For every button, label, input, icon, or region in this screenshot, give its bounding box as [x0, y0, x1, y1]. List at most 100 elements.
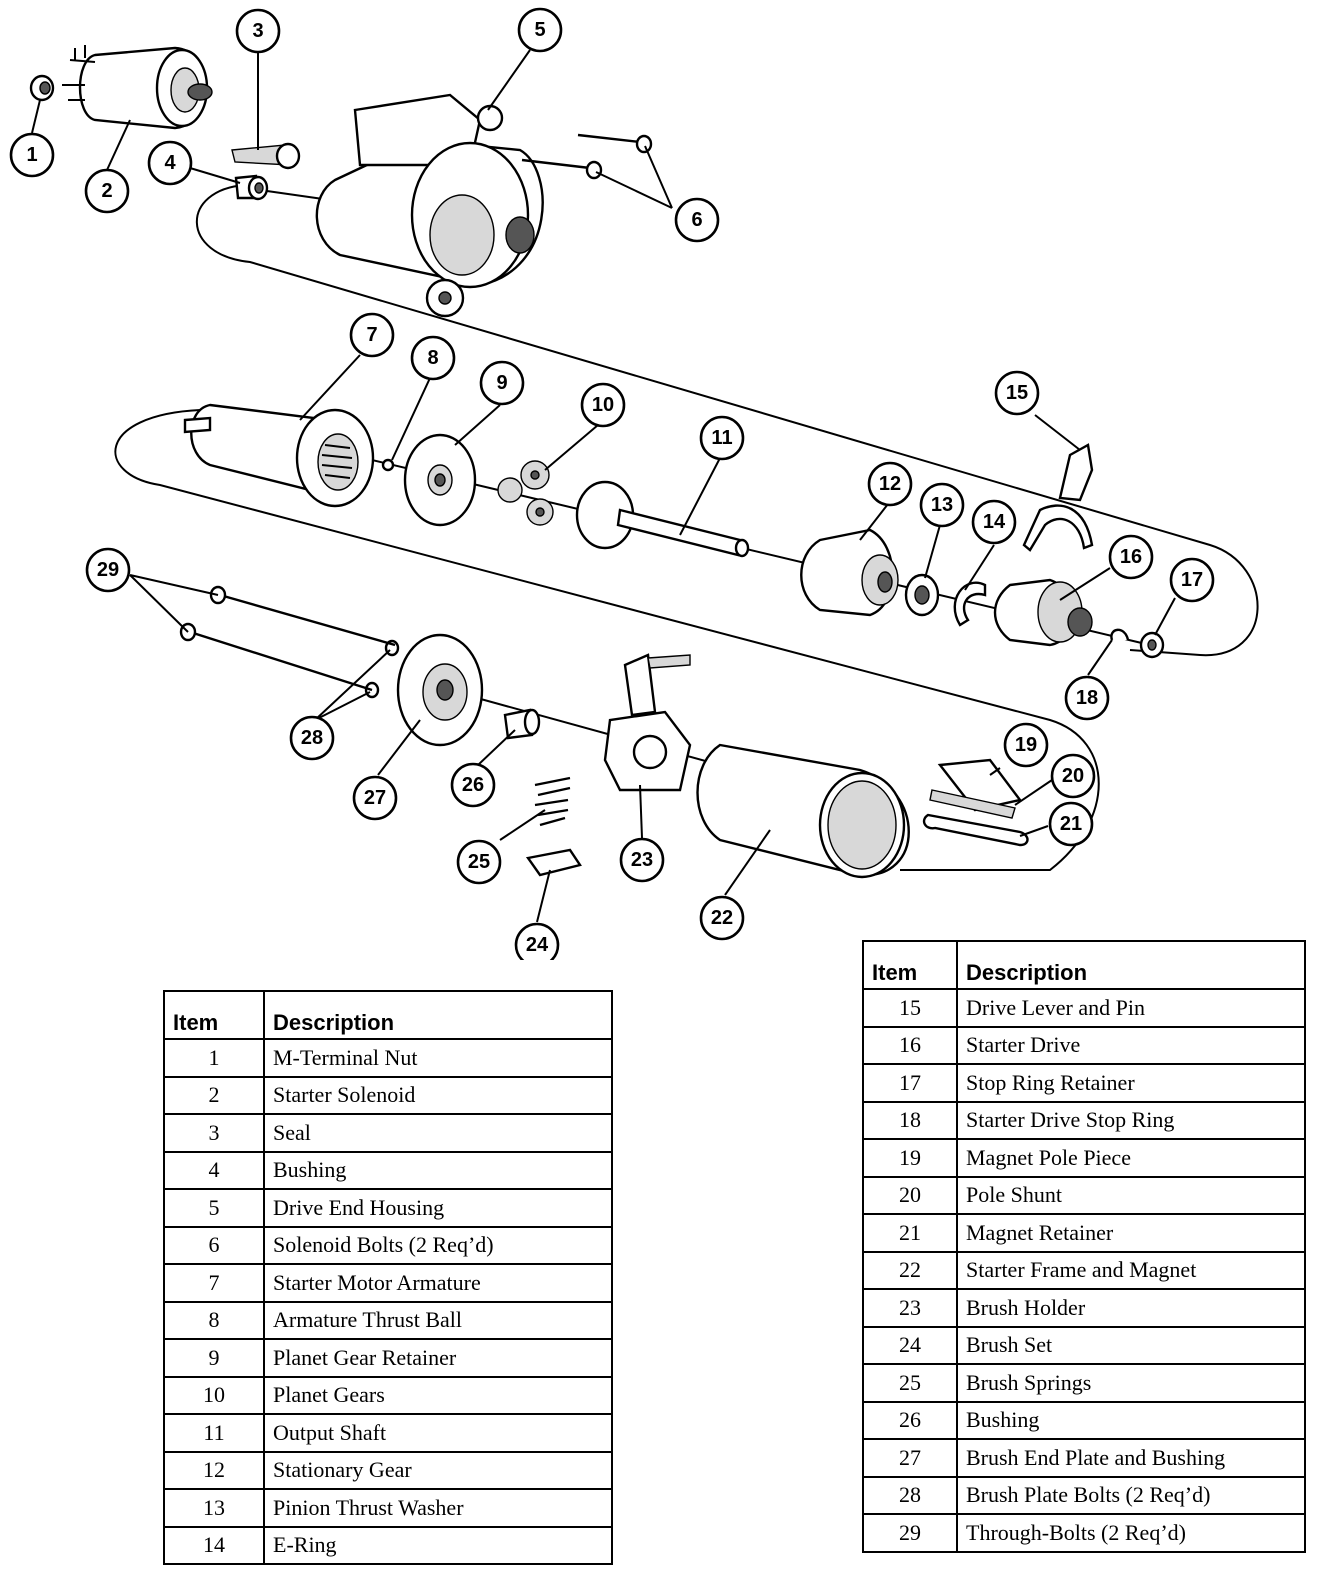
svg-text:23: 23	[631, 849, 653, 871]
item-number: 3	[163, 1113, 265, 1153]
callout-5: 5	[517, 7, 563, 53]
item-number: 15	[862, 988, 958, 1028]
starter-solenoid-shape	[62, 45, 213, 130]
callout-9: 9	[479, 360, 525, 406]
stationary-gear-shape	[800, 528, 899, 617]
svg-text:4: 4	[164, 152, 176, 174]
axis-line-top	[259, 189, 331, 201]
svg-text:26: 26	[462, 774, 484, 796]
item-description: Brush Holder	[956, 1288, 1306, 1328]
item-number: 4	[163, 1150, 265, 1190]
callout-22: 22	[699, 895, 745, 941]
item-number: 8	[163, 1300, 265, 1340]
legend-header-row: Item Description	[862, 940, 1306, 990]
svg-text:8: 8	[427, 347, 438, 369]
svg-text:27: 27	[364, 787, 386, 809]
through-bolts-shape	[179, 585, 396, 692]
stop-ring-retainer-shape	[1139, 631, 1165, 659]
exploded-starter-diagram: 1 2 3 4 5 6 7 8 9 10 11 12 13 14 15 16 1…	[9, 7, 1259, 960]
svg-text:11: 11	[711, 427, 732, 449]
item-description: Magnet Pole Piece	[956, 1138, 1306, 1178]
svg-text:12: 12	[879, 473, 901, 495]
item-number: 6	[163, 1225, 265, 1265]
item-number: 24	[862, 1325, 958, 1365]
item-number: 19	[862, 1138, 958, 1178]
svg-text:9: 9	[496, 372, 507, 394]
item-description: Starter Solenoid	[263, 1075, 613, 1115]
magnet-pole-pieces-shape	[922, 758, 1029, 847]
item-description: Pinion Thrust Washer	[263, 1488, 613, 1528]
brush-set-shape	[525, 848, 582, 877]
callout-20: 20	[1050, 753, 1096, 799]
item-number: 11	[163, 1413, 265, 1453]
svg-text:25: 25	[468, 851, 490, 873]
svg-text:5: 5	[534, 19, 545, 41]
item-description: Output Shaft	[263, 1413, 613, 1453]
callout-13: 13	[919, 482, 965, 528]
item-number: 23	[862, 1288, 958, 1328]
callout-2: 2	[84, 168, 130, 214]
item-number: 2	[163, 1075, 265, 1115]
brush-springs-shape	[534, 776, 571, 827]
leader-lines	[31, 49, 1176, 923]
item-description: Stop Ring Retainer	[956, 1063, 1306, 1103]
svg-text:10: 10	[592, 394, 614, 416]
item-description: M-Terminal Nut	[263, 1038, 613, 1078]
item-number: 16	[862, 1025, 958, 1065]
legend-header-row: Item Description	[163, 990, 613, 1040]
svg-text:7: 7	[366, 324, 377, 346]
brush-end-plate-shape	[396, 633, 484, 747]
solenoid-bolts-shape	[521, 133, 653, 180]
item-number: 21	[862, 1213, 958, 1253]
planet-gear-retainer-shape	[403, 433, 477, 527]
output-shaft-shape	[575, 480, 750, 558]
svg-text:1: 1	[26, 144, 37, 166]
callout-12: 12	[867, 461, 913, 507]
item-number: 5	[163, 1188, 265, 1228]
column-header-description: Description	[956, 940, 1306, 990]
svg-text:13: 13	[931, 494, 953, 516]
item-number: 22	[862, 1250, 958, 1290]
item-number: 25	[862, 1363, 958, 1403]
callout-3: 3	[235, 8, 281, 54]
drive-end-housing-shape	[315, 93, 544, 318]
item-number: 7	[163, 1263, 265, 1303]
item-number: 14	[163, 1525, 265, 1565]
seal-shape	[231, 142, 301, 170]
m-terminal-nut-shape	[29, 74, 55, 102]
item-description: Planet Gears	[263, 1375, 613, 1415]
item-number: 1	[163, 1038, 265, 1078]
item-description: Drive End Housing	[263, 1188, 613, 1228]
callout-29: 29	[85, 547, 131, 593]
item-number: 17	[862, 1063, 958, 1103]
svg-text:18: 18	[1076, 687, 1098, 709]
armature-shape	[183, 403, 375, 508]
svg-text:14: 14	[983, 511, 1006, 533]
callout-24: 24	[514, 922, 560, 960]
item-number: 10	[163, 1375, 265, 1415]
callout-19: 19	[1003, 722, 1049, 768]
stop-ring-shape	[1110, 628, 1130, 641]
callout-27: 27	[352, 775, 398, 821]
item-description: Starter Frame and Magnet	[956, 1250, 1306, 1290]
item-description: Stationary Gear	[263, 1450, 613, 1490]
